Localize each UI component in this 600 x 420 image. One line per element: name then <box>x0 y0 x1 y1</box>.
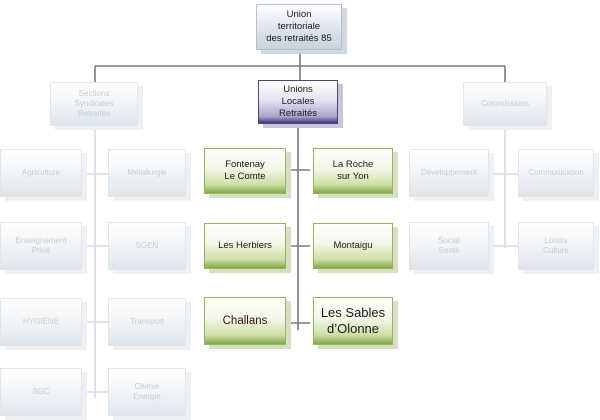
center-branch-node: Unions Locales Retraités <box>258 80 338 124</box>
right-item-social-sante: Social Santé <box>409 222 489 270</box>
left-item-agriculture: Agriculture <box>0 149 82 197</box>
left-item-sgen: SGEN <box>108 222 186 270</box>
center-item-la-roche-sur-yon: La Roche sur Yon <box>313 148 393 194</box>
root-node: Union territoriale des retraités 85 <box>256 4 342 50</box>
center-item-les-herbiers: Les Herbiers <box>204 223 286 269</box>
left-item-transport: Transport <box>108 298 186 346</box>
left-item-enseignement-prive: Enseignement Privé <box>0 222 82 270</box>
center-item-montaigu: Montaigu <box>313 223 393 269</box>
right-item-communication: Communication <box>518 149 594 197</box>
right-item-loisirs-culture: Loisirs Culture <box>518 222 594 270</box>
left-item-chimie-energie: Chimie Énergie <box>108 368 186 416</box>
left-branch-node: Sections Syndicales Retraités <box>50 82 138 126</box>
left-item-sgc: SGC <box>0 368 82 416</box>
connector-lines <box>82 48 518 398</box>
left-item-metallurgie: Métallurgie <box>108 149 186 197</box>
center-item-les-sables-d-olonne: Les Sables d’Olonne <box>313 297 393 345</box>
center-item-challans: Challans <box>204 297 286 345</box>
center-item-fontenay-le-comte: Fontenay Le Comte <box>204 148 286 194</box>
right-branch-node: Commissions <box>463 82 547 126</box>
right-item-developpement: Développement <box>409 149 489 197</box>
left-item-hygiene: HYGIÈNE <box>0 298 82 346</box>
